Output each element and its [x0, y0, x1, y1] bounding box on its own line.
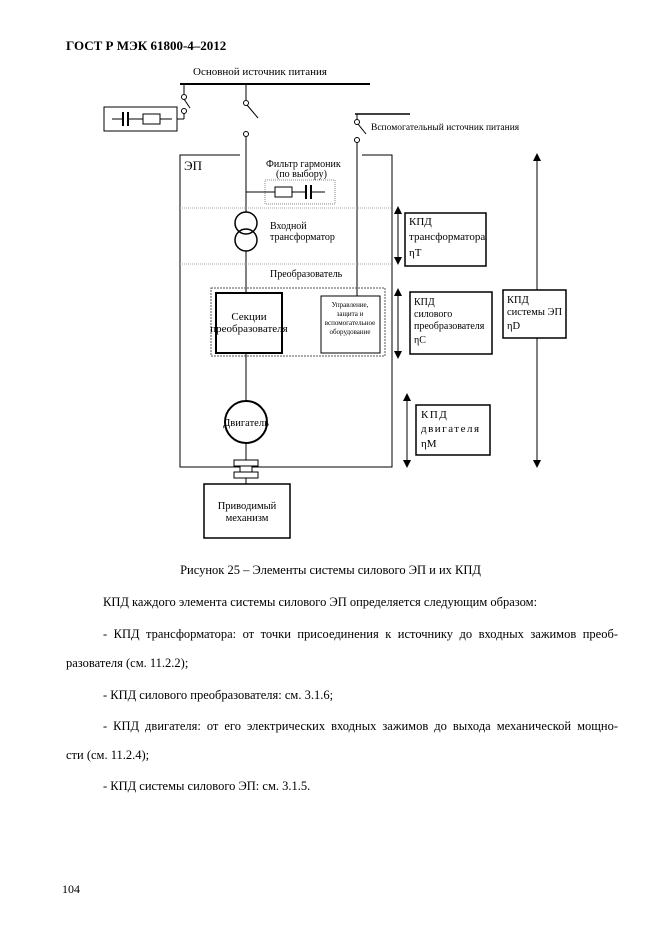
- eff-converter-label-2: силового: [414, 309, 452, 320]
- eff-transformer-label-1: КПД: [409, 216, 432, 228]
- paragraph-item2: - КПД силового преобразователя: см. 3.1.…: [103, 688, 334, 702]
- transformer-label-1: Входной: [270, 221, 307, 232]
- control-label-3: вспомогательное: [325, 319, 376, 327]
- eff-motor-label-2: двигателя: [421, 423, 481, 435]
- driven-machine-label-1: Приводимый: [218, 501, 277, 512]
- eff-converter-label-1: КПД: [414, 297, 435, 308]
- ep-label: ЭП: [184, 158, 202, 173]
- transformer-efficiency-box: [404, 212, 487, 267]
- eff-motor-symbol: ηM: [421, 438, 437, 450]
- standard-header: ГОСТ Р МЭК 61800-4–2012: [66, 38, 227, 53]
- external-filter-box: [103, 106, 178, 132]
- aux-supply-label: Вспомогательный источник питания: [371, 122, 520, 133]
- eff-converter-symbol: ηC: [414, 335, 426, 346]
- transformer-symbol: [234, 211, 258, 292]
- eff-system-symbol: ηD: [507, 321, 520, 332]
- coupling-symbol: [233, 459, 259, 479]
- page-number: 104: [62, 882, 80, 896]
- control-label-2: защита и: [337, 310, 364, 318]
- left-switch: [177, 84, 191, 120]
- harmonic-filter-label-1: Фильтр гармоник: [266, 159, 341, 170]
- motor-efficiency-box: [415, 404, 491, 456]
- paragraph-item4: - КПД системы силового ЭП: см. 3.1.5.: [103, 779, 311, 793]
- control-label-4: оборудование: [329, 328, 370, 336]
- converter-label: Преобразователь: [270, 269, 343, 280]
- driven-machine-box: [203, 483, 291, 539]
- paragraph-item3-line1: - КПД двигателя: от его электрических вх…: [103, 719, 618, 733]
- eff-transformer-symbol: ηT: [409, 247, 422, 259]
- control-label-1: Управление,: [332, 301, 369, 309]
- main-switch: [243, 84, 259, 212]
- capacitor-resistor-symbol: [112, 112, 172, 126]
- figure-caption: Рисунок 25 – Элементы системы силового Э…: [180, 563, 481, 577]
- driven-machine-label-2: механизм: [226, 513, 269, 524]
- drive-system-figure: Основной источник питания Вспомогательны…: [103, 66, 567, 539]
- converter-sections-label-1: Секции: [231, 311, 266, 323]
- eff-converter-label-3: преобразователя: [414, 321, 485, 332]
- eff-motor-label-1: КПД: [421, 409, 448, 421]
- main-supply-label: Основной источник питания: [193, 66, 327, 78]
- system-efficiency-box: [502, 289, 567, 339]
- eff-system-label-1: КПД: [507, 295, 529, 306]
- converter-sections-label-2: преобразователя: [210, 323, 287, 335]
- eff-transformer-label-2: трансформатора: [409, 231, 485, 243]
- eff-system-label-2: системы ЭП: [507, 307, 562, 318]
- paragraph-item1-line2: разователя (см. 11.2.2);: [66, 656, 189, 670]
- paragraph-item3-line2: сти (см. 11.2.4);: [66, 748, 150, 762]
- paragraph-intro: КПД каждого элемента системы силового ЭП…: [103, 595, 538, 609]
- aux-switch: [354, 114, 367, 298]
- motor-label: Двигатель: [223, 418, 269, 429]
- harmonic-filter-symbol: [246, 185, 325, 199]
- harmonic-filter-label-2: (по выбору): [276, 169, 327, 180]
- converter-efficiency-box: [409, 291, 493, 355]
- transformer-label-2: трансформатор: [270, 232, 335, 243]
- paragraph-item1-line1: - КПД трансформатора: от точки присоедин…: [103, 627, 618, 641]
- converter-sections-box: [215, 292, 283, 354]
- converter-area: [210, 287, 386, 357]
- ep-enclosure: [179, 154, 393, 468]
- control-box: [320, 295, 381, 354]
